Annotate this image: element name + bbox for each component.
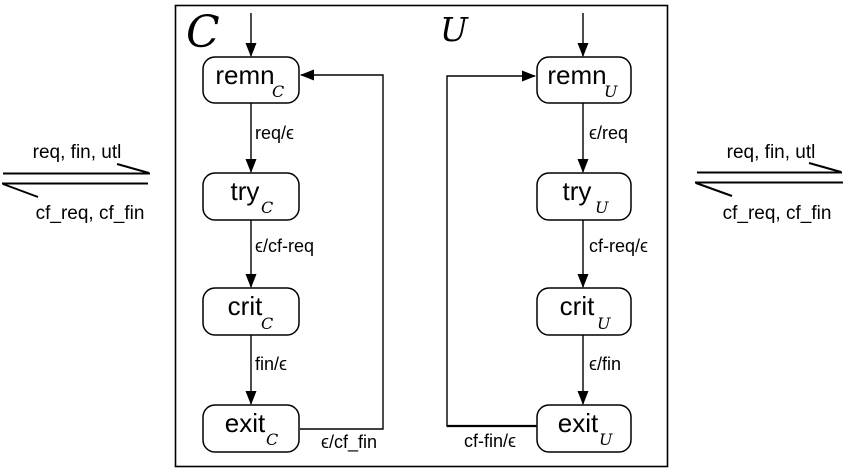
- state-try-c-name: try: [231, 176, 260, 206]
- system-boundary-frame: [174, 4, 669, 468]
- state-remn-u-box: [536, 56, 632, 104]
- state-exit-c-name: exit: [225, 408, 266, 438]
- state-exit-u-box: [536, 404, 632, 453]
- feedback-arrow-exit-remn-c: [300, 69, 384, 430]
- transition-label-remn-try-c: req/ϵ: [255, 123, 294, 143]
- machine-u-label: U: [440, 10, 469, 49]
- state-try-u-box: [536, 172, 632, 221]
- state-try-u: try U: [536, 172, 632, 221]
- state-crit-u-subscript: U: [597, 314, 611, 333]
- state-crit-u: crit U: [536, 287, 632, 336]
- transition-label-crit-exit-c: fin/ϵ: [255, 354, 287, 374]
- state-exit-c-box: [202, 404, 300, 453]
- state-remn-c-subscript: C: [272, 82, 284, 101]
- state-try-u-subscript: U: [595, 198, 609, 217]
- state-crit-u-box: [536, 287, 632, 336]
- right-coupling-top-label: req, fin, utl: [727, 142, 816, 163]
- state-crit-c-name: crit: [228, 291, 263, 321]
- left-coupling: req, fin, utl cf_req, cf_fin: [2, 142, 150, 224]
- transition-label-exit-remn-c: ϵ/cf_fin: [321, 432, 377, 453]
- state-remn-u-subscript: U: [604, 82, 618, 101]
- machine-c: C remn C req/ϵ try C ϵ/cf-req: [186, 7, 384, 453]
- state-crit-c-subscript: C: [261, 314, 273, 333]
- state-try-c-subscript: C: [261, 198, 273, 217]
- state-remn-u-name: remn: [547, 60, 606, 90]
- transition-label-crit-exit-u: ϵ/fin: [589, 354, 621, 374]
- right-coupling: req, fin, utl cf_req, cf_fin: [695, 142, 843, 224]
- left-coupling-left-arrowhead: [2, 183, 39, 198]
- state-try-u-name: try: [563, 176, 592, 206]
- transition-label-remn-try-u: ϵ/req: [589, 123, 628, 143]
- state-exit-c: exit C: [202, 404, 300, 453]
- state-remn-u: remn U: [536, 56, 632, 104]
- state-exit-c-subscript: C: [266, 430, 278, 449]
- right-coupling-left-arrowhead: [695, 182, 733, 197]
- feedback-arrow-exit-remn-u: [446, 70, 537, 427]
- transition-label-try-crit-c: ϵ/cf-req: [255, 236, 314, 256]
- left-coupling-top-label: req, fin, utl: [33, 142, 122, 163]
- state-try-c: try C: [202, 172, 300, 221]
- left-coupling-right-arrowhead: [116, 163, 150, 174]
- state-crit-u-name: crit: [560, 291, 595, 321]
- left-coupling-bottom-label: cf_req, cf_fin: [36, 203, 145, 224]
- machine-c-label: C: [186, 7, 220, 58]
- right-coupling-right-arrowhead: [808, 162, 842, 173]
- transition-label-exit-remn-u: cf-fin/ϵ: [464, 431, 516, 451]
- right-coupling-bottom-label: cf_req, cf_fin: [723, 203, 832, 224]
- state-crit-c: crit C: [202, 287, 300, 336]
- state-exit-u: exit U: [536, 404, 632, 453]
- state-exit-u-name: exit: [558, 408, 599, 438]
- state-remn-c: remn C: [202, 56, 300, 104]
- state-exit-u-subscript: U: [599, 430, 613, 449]
- transition-label-try-crit-u: cf-req/ϵ: [589, 236, 648, 256]
- state-remn-c-name: remn: [215, 60, 274, 90]
- machine-u: U remn U ϵ/req try U cf-req/ϵ: [440, 10, 648, 453]
